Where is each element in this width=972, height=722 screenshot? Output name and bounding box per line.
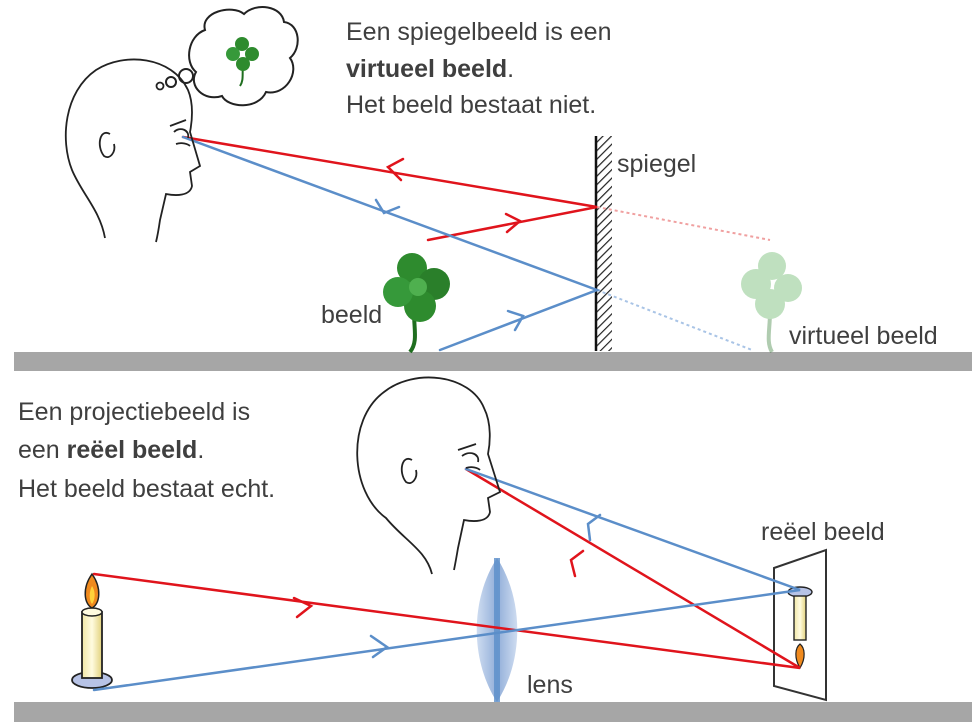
rays-bottom <box>92 467 801 692</box>
virtual-ray-red <box>596 206 771 241</box>
rays-top <box>181 135 601 352</box>
clover-virtual <box>741 252 802 354</box>
floor-bottom <box>14 702 972 722</box>
arrowhead-red-3 <box>292 596 314 619</box>
bottom-caption-bold: reëel beeld <box>67 436 198 464</box>
arrowhead-red-2 <box>385 157 405 182</box>
clover-object <box>383 253 450 354</box>
arrowhead-red-4 <box>569 549 585 578</box>
top-caption-bold: virtueel beeld <box>346 55 507 83</box>
bottom-caption-period: . <box>197 436 204 464</box>
head-bottom <box>356 376 502 575</box>
object-label: beeld <box>321 301 382 329</box>
bottom-caption-line3: Het beeld bestaat echt. <box>18 475 275 503</box>
arrowhead-blue-3 <box>369 634 390 659</box>
real-image-label: reëel beeld <box>761 518 885 546</box>
lens <box>476 558 518 702</box>
arrowhead-blue-2 <box>506 309 525 332</box>
thought-bubble <box>155 6 299 107</box>
arrowhead-blue-4 <box>586 513 602 542</box>
top-caption-period: . <box>507 55 514 83</box>
lens-label: lens <box>527 671 573 699</box>
top-caption-line2: virtueel beeld. <box>346 55 514 83</box>
bottom-caption-line2: een reëel beeld. <box>18 436 204 464</box>
virtual-image-label: virtueel beeld <box>789 322 938 350</box>
virtual-ray-blue <box>596 289 753 351</box>
top-caption-line1: Een spiegelbeeld is een <box>346 18 611 46</box>
bottom-caption-line1: Een projectiebeeld is <box>18 398 250 426</box>
candle-image <box>787 586 813 670</box>
arrowhead-blue-1 <box>374 198 401 215</box>
arrowhead-red-1 <box>504 212 523 234</box>
top-caption-line3: Het beeld bestaat niet. <box>346 91 596 119</box>
candle-object <box>71 572 113 689</box>
head-top <box>64 58 202 243</box>
mirror <box>594 136 612 351</box>
mirror-label: spiegel <box>617 150 696 178</box>
bottom-caption-start: een <box>18 436 67 464</box>
clover-thought <box>226 37 259 87</box>
floor-top <box>14 352 972 371</box>
